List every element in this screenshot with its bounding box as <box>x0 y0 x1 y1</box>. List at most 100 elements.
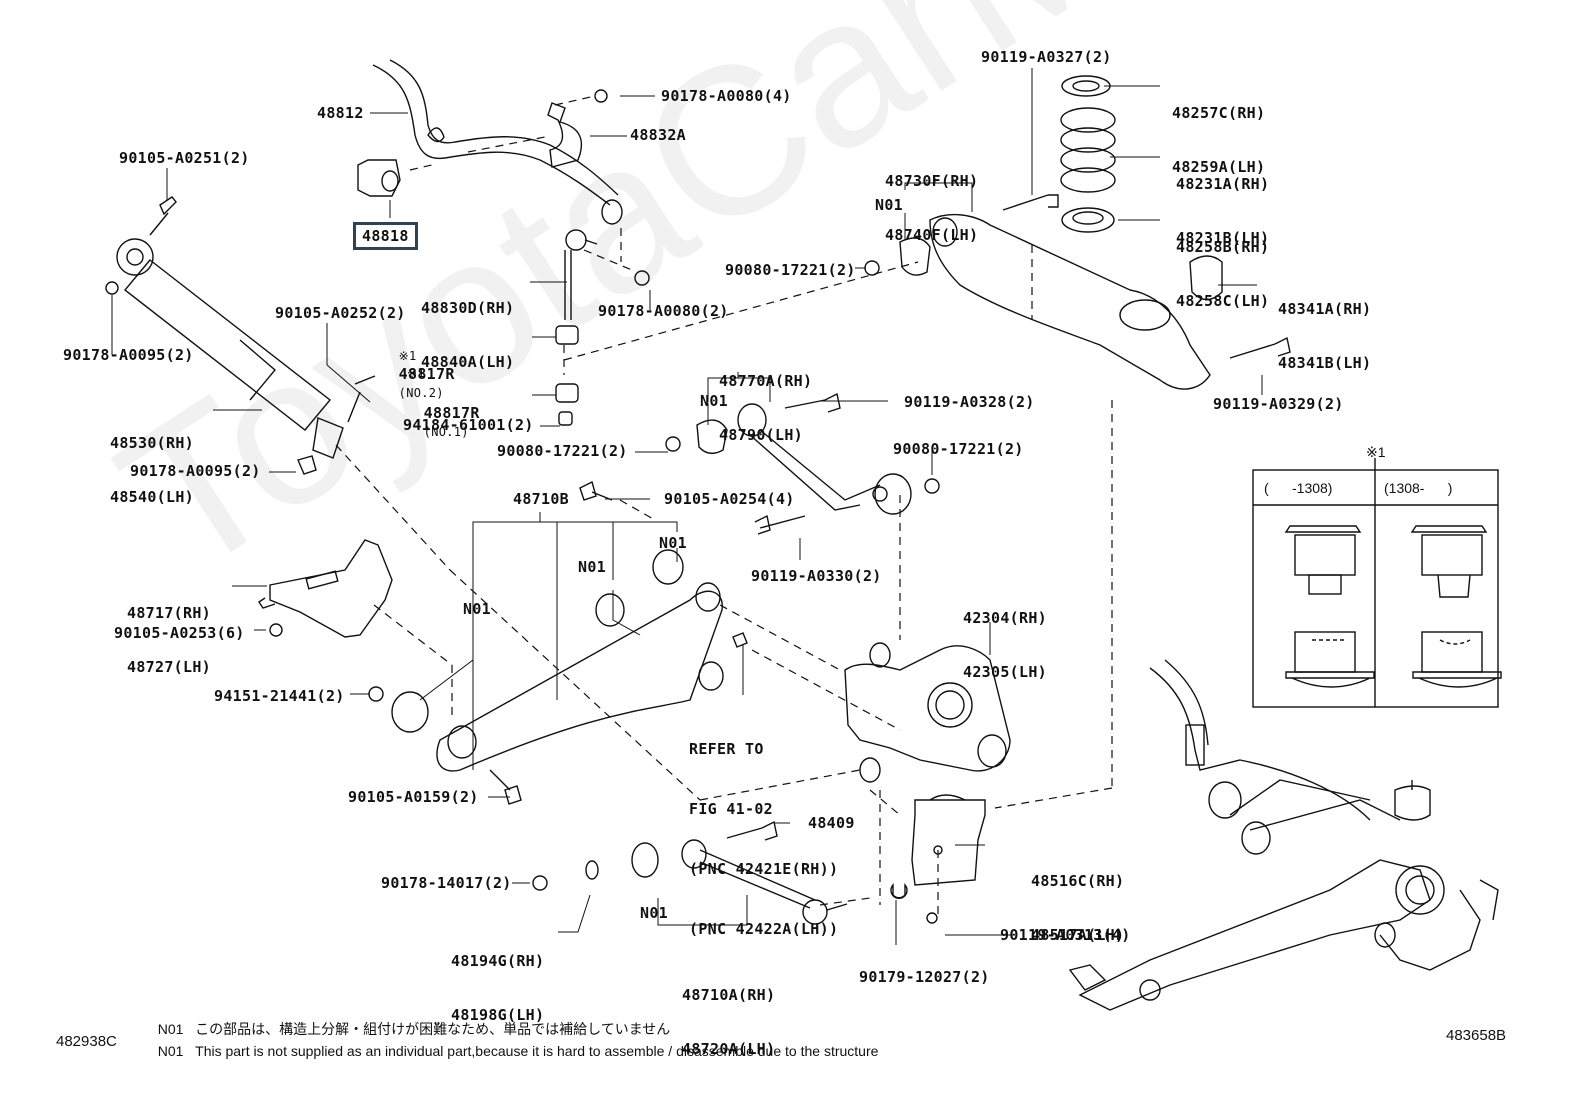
leader-lines <box>111 68 1263 945</box>
label-suffix-no1: (NO.1) <box>423 425 469 439</box>
label-48817R-no2[interactable]: ※1 48817R (NO.2) <box>380 328 455 402</box>
label-48818-highlighted[interactable]: 48818 <box>353 222 418 250</box>
upper-control-arm-drawing <box>864 213 1291 390</box>
label-48790: 48790(LH) <box>719 426 803 444</box>
label-90178-14017[interactable]: 90178-14017(2) <box>381 874 512 892</box>
bracket-48516C-drawing <box>890 794 986 924</box>
label-90179-12027[interactable]: 90179-12027(2) <box>859 968 990 986</box>
label-90080-17221-b[interactable]: 90080-17221(2) <box>725 261 856 279</box>
label-n01-a[interactable]: N01 <box>875 196 903 214</box>
label-48730F: 48730F(RH) <box>885 172 979 190</box>
lateral-rod-drawing <box>532 820 848 925</box>
coil-spring-drawing <box>1002 75 1116 233</box>
label-48409[interactable]: 48409 <box>808 814 855 832</box>
label-90105-A0159[interactable]: 90105-A0159(2) <box>348 788 479 806</box>
label-48830D-48840A[interactable]: 48830D(RH) 48840A(LH) <box>421 263 514 389</box>
label-48231B: 48231B(LH) <box>1176 229 1270 247</box>
label-48257C-48259A[interactable]: 48257C(RH) 48259A(LH) <box>1172 68 1265 194</box>
label-48198G: 48198G(LH) <box>451 1006 545 1024</box>
label-48832A[interactable]: 48832A <box>630 126 686 144</box>
label-48341B: 48341B(LH) <box>1278 354 1372 372</box>
label-48341A-48341B[interactable]: 48341A(RH) 48341B(LH) <box>1278 264 1371 390</box>
label-48740F: 48740F(LH) <box>885 226 979 244</box>
bracket-48717-drawing <box>258 539 393 638</box>
label-48257C: 48257C(RH) <box>1172 104 1266 122</box>
label-90080-17221-c[interactable]: 90080-17221(2) <box>893 440 1024 458</box>
label-90178-A0095-top[interactable]: 90178-A0095(2) <box>63 346 194 364</box>
label-48710B[interactable]: 48710B <box>513 490 569 508</box>
footnote-text: This part is not supplied as an individu… <box>195 1043 879 1059</box>
refer-line-2: FIG 41-02 <box>689 800 773 818</box>
label-suffix-no2: (NO.2) <box>398 386 444 400</box>
refer-line-1: REFER TO <box>689 740 764 758</box>
label-48717-48727[interactable]: 48717(RH) 48727(LH) <box>127 568 211 694</box>
label-90119-A0313[interactable]: 90119-A0313(4) <box>1000 926 1131 944</box>
label-48770A-48790[interactable]: 48770A(RH) 48790(LH) <box>719 336 812 462</box>
label-48817R: 48817R <box>398 365 455 383</box>
shock-absorber-drawing <box>105 196 376 459</box>
label-94151-21441[interactable]: 94151-21441(2) <box>214 687 345 705</box>
label-90105-A0254[interactable]: 90105-A0254(4) <box>664 490 795 508</box>
label-n01-d[interactable]: N01 <box>578 558 606 576</box>
label-n01-b[interactable]: N01 <box>700 392 728 410</box>
footnote-japanese: N01 この部品は、構造上分解・組付けが困難なため、単品では補給していません <box>150 1003 671 1039</box>
label-48727: 48727(LH) <box>127 658 211 676</box>
label-48812[interactable]: 48812 <box>317 104 364 122</box>
refer-line-4: (PNC 42422A(LH)) <box>689 920 839 938</box>
label-48194G: 48194G(RH) <box>451 952 545 970</box>
label-48540: 48540(LH) <box>110 488 194 506</box>
note-mark-1: ※1 <box>398 349 417 363</box>
label-90119-A0330[interactable]: 90119-A0330(2) <box>751 567 882 585</box>
label-48730F-48740F[interactable]: 48730F(RH) 48740F(LH) <box>885 136 978 262</box>
label-48717: 48717(RH) <box>127 604 211 622</box>
label-94184-61001[interactable]: 94184-61001(2) <box>403 416 534 434</box>
label-42304: 42304(RH) <box>963 609 1047 627</box>
footnote-tag: N01 <box>157 1043 184 1059</box>
inset-column-after-1308: (1308- ) <box>1384 480 1453 496</box>
label-n01-f[interactable]: N01 <box>640 904 668 922</box>
inset-note-mark: ※1 <box>1366 444 1386 460</box>
label-refer-fig-41-02[interactable]: REFER TO FIG 41-02 (PNC 42421E(RH)) (PNC… <box>689 699 838 959</box>
label-48516C-48517A[interactable]: 48516C(RH) 48517A(LH) <box>1031 836 1124 962</box>
assembly-lines <box>335 95 1113 920</box>
label-42304-42305[interactable]: 42304(RH) 42305(LH) <box>963 573 1047 699</box>
label-n01-e[interactable]: N01 <box>463 600 491 618</box>
label-90119-A0327[interactable]: 90119-A0327(2) <box>981 48 1112 66</box>
label-48710A: 48710A(RH) <box>682 986 776 1004</box>
label-48258B: 48258B(RH) <box>1176 238 1270 256</box>
label-48194G-48198G[interactable]: 48194G(RH) 48198G(LH) <box>451 916 544 1042</box>
footnote-english: N01 This part is not supplied as an indi… <box>150 1027 879 1059</box>
label-48530: 48530(RH) <box>110 434 194 452</box>
label-90178-A0095-bottom[interactable]: 90178-A0095(2) <box>130 462 261 480</box>
label-48830D: 48830D(RH) <box>421 299 515 317</box>
label-90119-A0328[interactable]: 90119-A0328(2) <box>904 393 1035 411</box>
label-48517A: 48517A(LH) <box>1031 926 1125 944</box>
label-90178-A0080-2[interactable]: 90178-A0080(2) <box>598 302 729 320</box>
label-48710A-48720A[interactable]: 48710A(RH) 48720A(LH) <box>682 950 775 1076</box>
label-90105-A0251[interactable]: 90105-A0251(2) <box>119 149 250 167</box>
lower-arm-48710B-drawing <box>368 480 748 805</box>
label-48258B-48258C[interactable]: 48258B(RH) 48258C(LH) <box>1176 202 1269 328</box>
label-90119-A0329[interactable]: 90119-A0329(2) <box>1213 395 1344 413</box>
label-48530-48540[interactable]: 48530(RH) 48540(LH) <box>110 398 194 524</box>
refer-line-3: (PNC 42421E(RH)) <box>689 860 839 878</box>
knuckle-drawing <box>844 642 1011 783</box>
label-90178-A0080-4[interactable]: 90178-A0080(4) <box>661 87 792 105</box>
diagram-code-left: 482938C <box>56 1033 117 1050</box>
inset-table <box>1252 458 1502 708</box>
bracket-48832A-drawing <box>547 89 608 168</box>
label-90080-17221-a[interactable]: 90080-17221(2) <box>497 442 628 460</box>
inset-column-before-1308: ( -1308) <box>1264 480 1333 496</box>
label-90105-A0253[interactable]: 90105-A0253(6) <box>114 624 245 642</box>
label-48259A: 48259A(LH) <box>1172 158 1266 176</box>
label-n01-c[interactable]: N01 <box>659 534 687 552</box>
bushing-48818-drawing <box>357 159 401 197</box>
label-90105-A0252[interactable]: 90105-A0252(2) <box>275 304 406 322</box>
diagram-code-right: 483658B <box>1446 1027 1507 1044</box>
label-48817R-no1[interactable]: 48817R (NO.1) <box>405 386 480 441</box>
label-48817R: 48817R <box>423 404 480 422</box>
note-mark-1-b: ※1 <box>407 366 425 380</box>
label-48231A-48231B[interactable]: 48231A(RH) 48231B(LH) <box>1176 139 1269 265</box>
label-48341A: 48341A(RH) <box>1278 300 1372 318</box>
footnote-tag: N01 <box>157 1021 184 1037</box>
